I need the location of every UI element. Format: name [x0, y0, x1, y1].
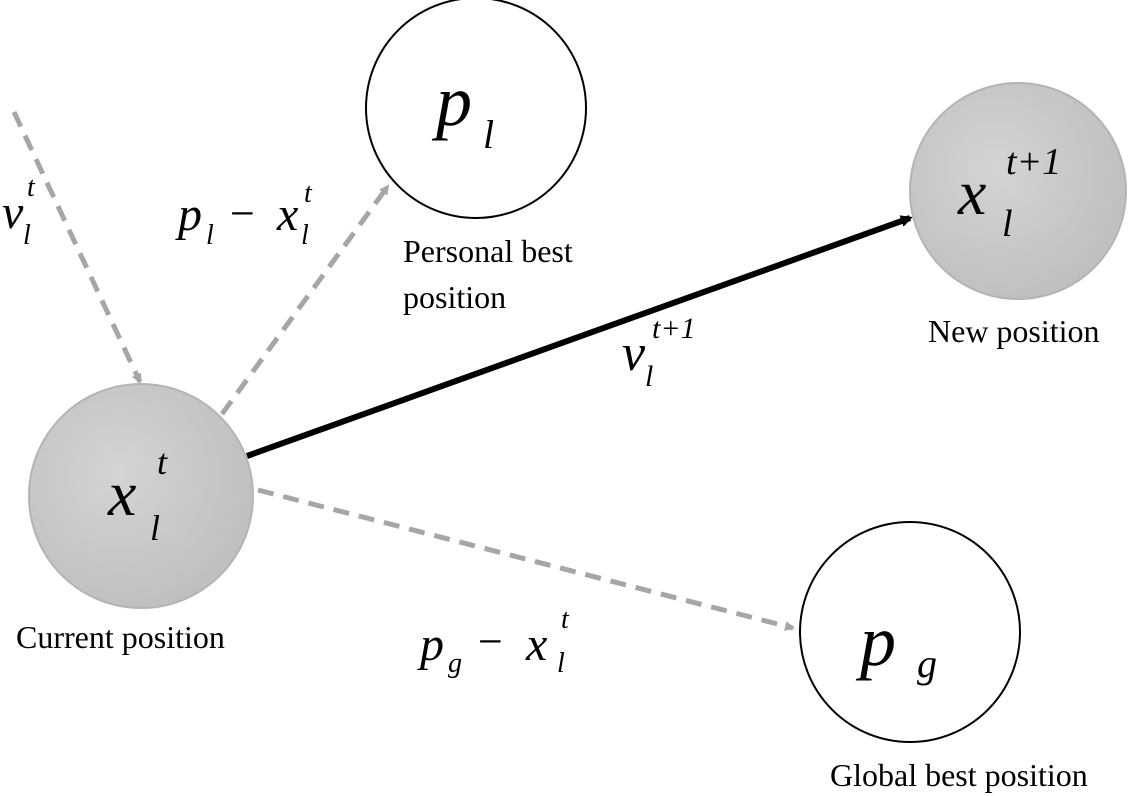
edge-label-velocity-current: v t l	[2, 172, 39, 251]
caption-personal-best-line1: Personal best	[403, 233, 573, 269]
edge-label-gb-minus: −	[478, 617, 503, 666]
edge-label-velocity-current-sub: l	[23, 220, 31, 251]
edge-label-pb-x-sup: t	[304, 178, 313, 209]
edge-label-gb-x: x	[525, 618, 547, 671]
edge-label-pb-minus: −	[230, 189, 255, 238]
edge-label-gb-x-sub: l	[557, 648, 565, 679]
node-personal-best-sub: l	[483, 112, 494, 157]
node-global-best-symbol: p	[855, 601, 896, 681]
node-new-position-sup: t+1	[1006, 141, 1061, 183]
edge-label-velocity-new-symbol: v	[622, 325, 646, 382]
node-new-position-circle	[909, 82, 1127, 300]
caption-new-position: New position	[928, 313, 1100, 349]
edge-label-velocity-new-sub: l	[645, 360, 653, 393]
node-current-symbol: x	[107, 458, 136, 529]
edge-label-gb-p: p	[417, 618, 444, 671]
caption-personal-best-line2: position	[403, 279, 506, 315]
node-new-position: x t+1 l	[909, 82, 1127, 300]
edge-velocity-current	[11, 110, 143, 384]
edge-label-pb-x: x	[276, 188, 298, 241]
edge-label-gb-x-sup: t	[561, 604, 570, 635]
node-current-sub: l	[150, 508, 160, 548]
node-new-position-sub: l	[1002, 203, 1013, 245]
node-global-best-label: p g	[855, 601, 937, 686]
edge-label-velocity-current-sup: t	[27, 172, 36, 203]
node-personal-best: p l	[365, 0, 587, 219]
node-global-best-sub: g	[917, 641, 937, 686]
edge-label-gb-p-sub: g	[448, 648, 462, 679]
node-personal-best-symbol: p	[431, 61, 472, 141]
edge-label-to-personal-best: p l − x t l	[175, 178, 316, 251]
edge-label-pb-p: p	[175, 188, 202, 241]
edge-velocity-new	[245, 215, 913, 459]
edge-label-velocity-current-symbol: v	[2, 186, 24, 239]
edge-label-pb-p-sub: l	[206, 220, 214, 251]
caption-current-position: Current position	[16, 619, 225, 655]
node-current-sup: t	[157, 442, 168, 482]
edge-to-personal-best	[219, 184, 391, 416]
node-new-position-symbol: x	[957, 157, 986, 228]
edge-label-velocity-new: v t+1 l	[622, 312, 700, 393]
node-current-circle	[28, 383, 254, 609]
edge-label-velocity-new-sup: t+1	[652, 312, 696, 345]
node-new-position-label: x t+1 l	[957, 141, 1065, 245]
node-personal-best-circle	[365, 0, 587, 219]
node-current-label: x t l	[107, 442, 171, 548]
node-global-best-circle	[799, 521, 1021, 743]
caption-global-best-position: Global best position	[830, 757, 1088, 793]
node-global-best: p g	[799, 521, 1021, 743]
node-current-position: x t l	[28, 383, 254, 609]
edge-label-to-global-best: p g − x t l	[417, 604, 573, 679]
node-personal-best-label: p l	[431, 61, 494, 157]
edge-label-pb-x-sub: l	[301, 220, 309, 251]
edge-to-global-best	[257, 487, 795, 631]
